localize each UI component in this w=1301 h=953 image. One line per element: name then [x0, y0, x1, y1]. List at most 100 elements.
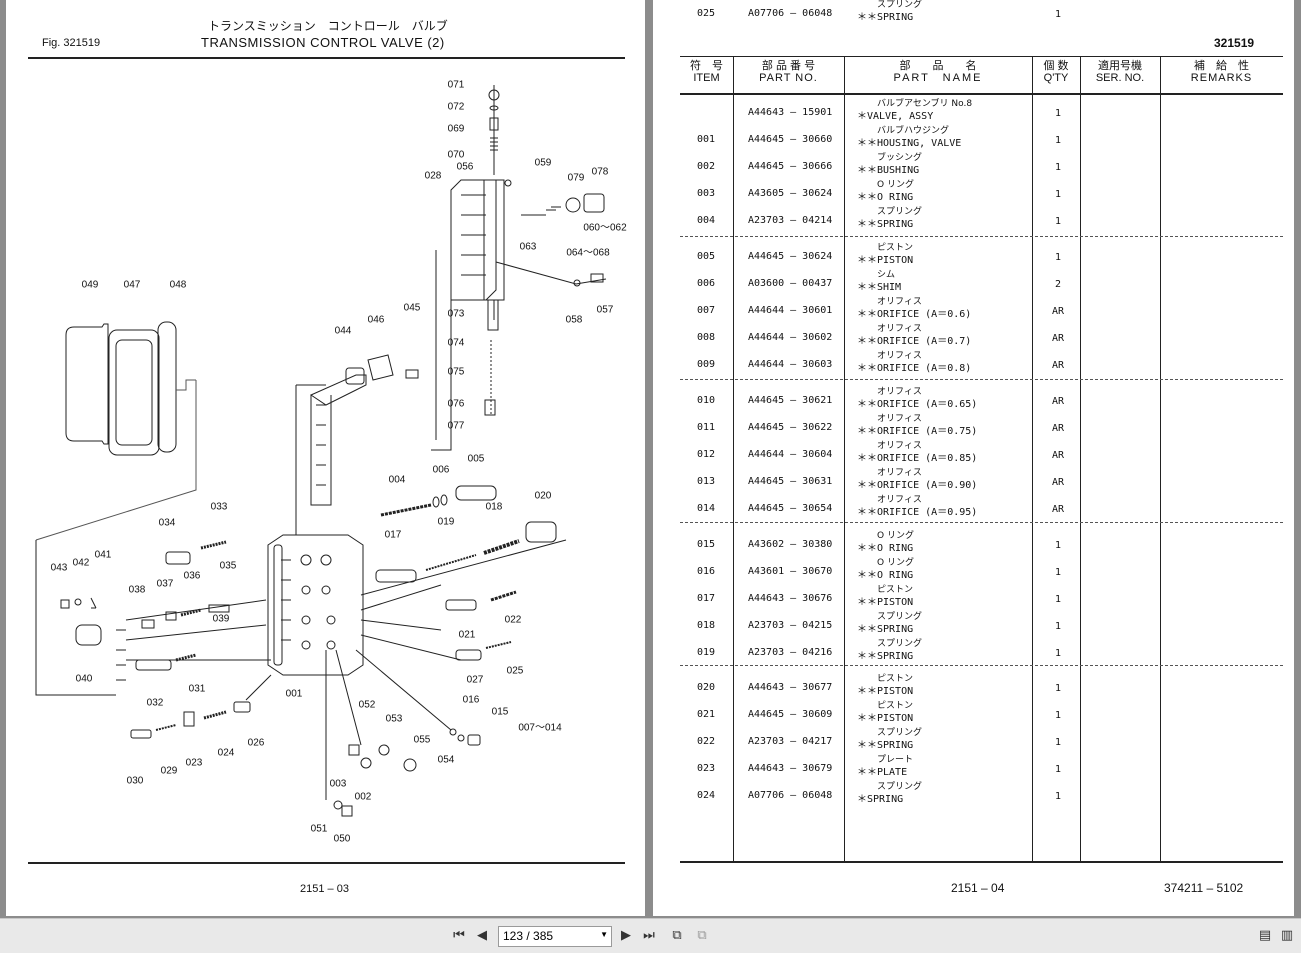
row-name-jp: オリフィス	[877, 297, 922, 307]
row-name-jp: ピストン	[877, 674, 914, 684]
callout-label: 006	[432, 464, 450, 476]
row-qty: 1	[1054, 216, 1062, 227]
callout-label: 039	[212, 613, 230, 625]
row-item: 007	[697, 305, 716, 316]
row-qty: AR	[1051, 306, 1065, 317]
callout-label: 025	[506, 665, 524, 677]
gasket-048	[157, 321, 177, 453]
row-name-jp: スプリング	[877, 207, 923, 217]
row-name-en: ＊＊BUSHING	[857, 165, 920, 176]
group-separator	[680, 665, 1283, 666]
row-name-en: ＊＊PISTON	[857, 686, 914, 697]
solenoid-040	[75, 624, 102, 646]
piston-005	[455, 485, 497, 501]
callout-label: 043	[50, 562, 68, 574]
callout-label: 075	[447, 366, 465, 378]
spool-073	[487, 299, 499, 331]
callout-label: 016	[462, 694, 480, 706]
row-part-no: A23703 – 04215	[748, 620, 833, 631]
row-name-jp: シム	[877, 270, 896, 280]
row-qty: 1	[1054, 540, 1062, 551]
callout-label: 005	[467, 453, 485, 465]
two-page-view-icon[interactable]: ⧉	[672, 928, 682, 943]
row-qty: AR	[1051, 450, 1065, 461]
row-name-jp: オリフィス	[877, 495, 922, 505]
callout-label: 021	[458, 629, 476, 641]
row-part-no: A44643 – 30679	[748, 763, 833, 774]
row-name-jp: オリフィス	[877, 324, 922, 334]
callout-label: 076	[447, 398, 465, 410]
group-separator	[680, 379, 1283, 380]
last-page-icon[interactable]: ⏭	[643, 928, 655, 943]
single-page-icon[interactable]: ▤	[1258, 928, 1272, 943]
callout-label: 023	[185, 757, 203, 769]
first-page-icon[interactable]: ⏮	[453, 928, 465, 943]
row-item: 002	[697, 161, 716, 172]
callout-label: 007～014	[518, 722, 562, 734]
callout-label: 034	[158, 517, 176, 529]
next-page-icon[interactable]: ▶	[621, 928, 631, 943]
row-part-no: A44645 – 30654	[748, 503, 833, 514]
row-part-no: A23703 – 04216	[748, 647, 833, 658]
row-name-en: ＊＊ORIFICE (A＝0.85)	[857, 453, 978, 464]
row-part-no: A44645 – 30622	[748, 422, 833, 433]
continuous-view-icon[interactable]: ⧉	[697, 928, 707, 943]
left-page: トランスミッション コントロール バルブ Fig. 321519 TRANSMI…	[6, 0, 645, 916]
row-name-jp: O リング	[877, 558, 914, 568]
table-top-rule	[680, 56, 1283, 57]
row-item: 019	[697, 647, 716, 658]
pdf-viewer-toolbar: ⏮ ◀ 123 / 385 ▼ ▶ ⏭ ⧉ ⧉ ▤ ▥	[0, 918, 1301, 953]
doc-code: 374211 – 5102	[1164, 881, 1244, 895]
row-name-jp: ピストン	[877, 585, 914, 595]
row-name-jp: バルブアセンブリ No.8	[877, 99, 973, 109]
row-qty: 1	[1054, 9, 1062, 20]
callout-label: 042	[72, 557, 90, 569]
callout-label: 059	[534, 157, 552, 169]
row-name-jp: O リング	[877, 180, 914, 190]
row-name-jp: オリフィス	[877, 387, 922, 397]
row-part-no: A07706 – 06048	[748, 790, 833, 801]
row-name-en: ＊＊ORIFICE (A＝0.90)	[857, 480, 978, 491]
callout-label: 036	[183, 570, 201, 582]
callout-label: 052	[358, 699, 376, 711]
callout-label: 035	[219, 560, 237, 572]
row-qty: 2	[1054, 279, 1062, 290]
row-part-no: A44645 – 30631	[748, 476, 833, 487]
prev-page-icon[interactable]: ◀	[477, 928, 487, 943]
facing-pages-icon[interactable]: ▥	[1280, 928, 1294, 943]
row-qty: AR	[1051, 477, 1065, 488]
callout-label: 064～068	[566, 247, 610, 259]
row-item: 010	[697, 395, 716, 406]
row-part-no: A44645 – 30660	[748, 134, 833, 145]
row-name-jp: プレート	[877, 755, 914, 765]
callout-label: 024	[217, 747, 235, 759]
page-select[interactable]: 123 / 385 ▼	[498, 926, 612, 947]
row-part-no: A43601 – 30670	[748, 566, 833, 577]
callout-label: 051	[310, 823, 328, 835]
exploded-parts-diagram	[35, 85, 607, 817]
callout-label: 041	[94, 549, 112, 561]
col-divider	[733, 56, 734, 862]
row-name-jp: オリフィス	[877, 468, 922, 478]
row-item: 020	[697, 682, 716, 693]
row-name-en: ＊＊ORIFICE (A＝0.75)	[857, 426, 978, 437]
row-name-jp: スプリング	[877, 0, 923, 10]
fig-number: 321519	[1214, 36, 1255, 50]
row-qty: 1	[1054, 252, 1062, 263]
callout-label: 078	[591, 166, 609, 178]
col-divider	[1160, 56, 1161, 862]
callout-label: 030	[126, 775, 144, 787]
